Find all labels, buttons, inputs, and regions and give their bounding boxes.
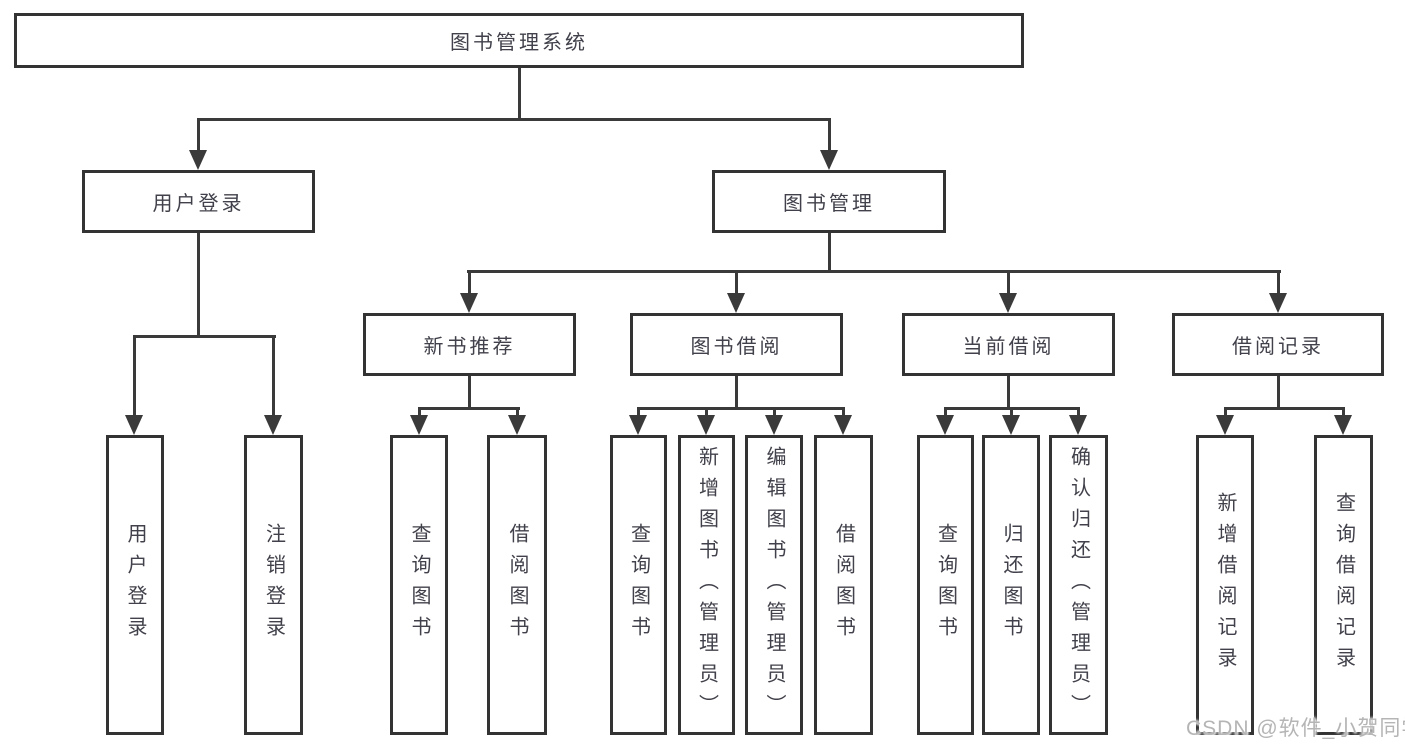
leaf-user-login: 用户登录 (106, 435, 164, 735)
node-label: 新增借阅记录 (1214, 492, 1236, 678)
node-book-borrowing: 图书借阅 (630, 313, 843, 376)
node-label: 借阅图书 (832, 523, 855, 647)
node-label: 图书管理 (783, 193, 875, 215)
connector-line (468, 270, 471, 295)
arrow-down-icon (264, 415, 282, 435)
connector-line (828, 233, 831, 273)
leaf-borrow-books: 借阅图书 (814, 435, 873, 735)
arrow-down-icon (460, 293, 478, 313)
node-current-borrowing: 当前借阅 (902, 313, 1115, 376)
leaf-confirm-return-admin: 确认归还（管理员） (1049, 435, 1108, 735)
node-label: 借阅记录 (1232, 336, 1324, 358)
arrow-down-icon (629, 415, 647, 435)
connector-line (197, 118, 831, 121)
connector-line (735, 376, 738, 409)
node-label: 查询图书 (934, 523, 957, 647)
leaf-logout: 注销登录 (244, 435, 303, 735)
connector-line (468, 376, 471, 409)
arrow-down-icon (820, 150, 838, 170)
connector-line (467, 270, 1281, 273)
connector-line (773, 407, 776, 417)
node-label: 用户登录 (152, 193, 245, 215)
connector-line (418, 407, 520, 410)
node-label: 注销登录 (262, 523, 285, 647)
connector-line (418, 407, 421, 417)
leaf-edit-books-admin: 编辑图书（管理员） (745, 435, 803, 735)
csdn-watermark: CSDN @软件_小贺同学 (1186, 717, 1405, 740)
connector-line (133, 335, 276, 338)
connector-line (735, 270, 738, 295)
leaf-query-books: 查询图书 (917, 435, 974, 735)
node-label: 图书管理系统 (450, 32, 588, 54)
arrow-down-icon (508, 415, 526, 435)
node-label: 当前借阅 (962, 336, 1055, 358)
leaf-return-books: 归还图书 (982, 435, 1040, 735)
arrow-down-icon (189, 150, 207, 170)
leaf-borrow-books: 借阅图书 (487, 435, 547, 735)
connector-line (1007, 376, 1010, 409)
connector-line (828, 118, 831, 152)
node-root-library-system: 图书管理系统 (14, 13, 1024, 68)
node-label: 用户登录 (124, 523, 146, 647)
node-user-login: 用户登录 (82, 170, 315, 233)
arrow-down-icon (125, 415, 143, 435)
leaf-query-books: 查询图书 (390, 435, 448, 735)
leaf-add-books-admin: 新增图书（管理员） (678, 435, 735, 735)
arrow-down-icon (410, 415, 428, 435)
connector-line (197, 118, 200, 152)
node-label: 确认归还（管理员） (1067, 445, 1090, 725)
connector-line (1007, 270, 1010, 295)
node-label: 借阅图书 (506, 523, 528, 647)
node-label: 归还图书 (1000, 523, 1022, 647)
node-new-book-recommend: 新书推荐 (363, 313, 576, 376)
node-label: 查询借阅记录 (1332, 492, 1355, 678)
connector-line (1277, 376, 1280, 409)
connector-line (842, 407, 845, 417)
connector-line (637, 407, 845, 410)
arrow-down-icon (727, 293, 745, 313)
node-borrowing-records: 借阅记录 (1172, 313, 1384, 376)
connector-line (1077, 407, 1080, 417)
node-label: 查询图书 (408, 523, 430, 647)
arrow-down-icon (936, 415, 954, 435)
node-label: 新增图书（管理员） (695, 445, 718, 725)
connector-line (1010, 407, 1013, 417)
connector-line (516, 407, 519, 417)
arrow-down-icon (1269, 293, 1287, 313)
arrow-down-icon (765, 415, 783, 435)
node-book-management: 图书管理 (712, 170, 946, 233)
connector-line (1342, 407, 1345, 417)
connector-line (133, 335, 136, 417)
arrow-down-icon (1069, 415, 1087, 435)
arrow-down-icon (999, 293, 1017, 313)
connector-line (1224, 407, 1345, 410)
arrow-down-icon (1216, 415, 1234, 435)
connector-line (518, 68, 521, 118)
node-label: 编辑图书（管理员） (763, 445, 785, 725)
node-label: 查询图书 (627, 523, 650, 647)
arrow-down-icon (1334, 415, 1352, 435)
connector-line (637, 407, 640, 417)
leaf-query-borrow-record: 查询借阅记录 (1314, 435, 1373, 735)
connector-line (944, 407, 947, 417)
node-label: 图书借阅 (690, 336, 783, 358)
connector-line (197, 233, 200, 335)
arrow-down-icon (697, 415, 715, 435)
leaf-add-borrow-record: 新增借阅记录 (1196, 435, 1254, 735)
connector-line (1224, 407, 1227, 417)
arrow-down-icon (834, 415, 852, 435)
leaf-query-books: 查询图书 (610, 435, 667, 735)
connector-line (705, 407, 708, 417)
connector-line (272, 335, 275, 417)
arrow-down-icon (1002, 415, 1020, 435)
node-label: 新书推荐 (423, 336, 516, 358)
connector-line (1277, 270, 1280, 295)
